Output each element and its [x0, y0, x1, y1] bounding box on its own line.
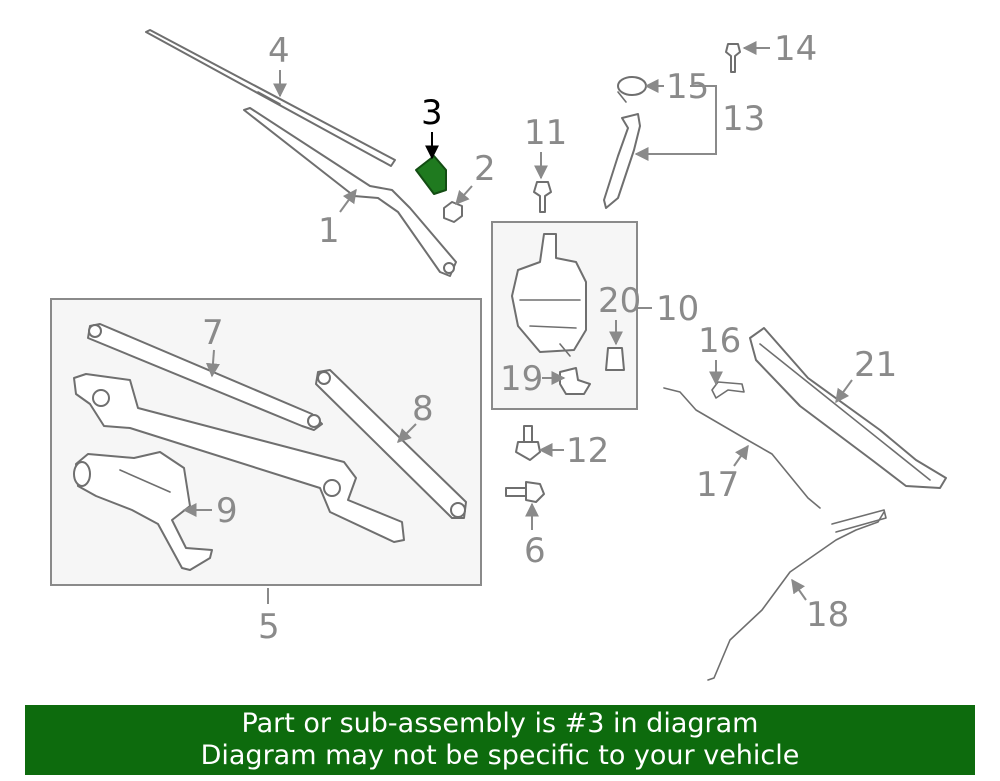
callout-19: 19: [500, 359, 543, 399]
callout-1: 1: [318, 211, 340, 251]
leader-18: [791, 578, 807, 601]
callout-10: 10: [656, 289, 699, 329]
part-18-hose: [707, 511, 885, 681]
part-6-bolt: [505, 481, 545, 503]
part-20-grommet: [605, 347, 625, 371]
part-15-cap: [617, 76, 647, 103]
part-11-clip: [533, 181, 552, 213]
part-18-hose-end: [831, 509, 887, 533]
leader-17: [733, 444, 749, 467]
callout-6: 6: [524, 531, 546, 571]
part-17-hose: [663, 387, 821, 509]
part-19-bracket: [559, 367, 591, 395]
callout-13: 13: [722, 99, 765, 139]
callout-2: 2: [474, 149, 496, 189]
part-12-bolt: [515, 425, 541, 461]
leader-2: [455, 185, 473, 206]
part-21-weatherstrip: [749, 327, 947, 489]
banner-line-1: Part or sub-assembly is #3 in diagram: [241, 708, 759, 739]
parts-diagram: 1 2 3 4 5 6 7 8 9 10 11 12 13 14 15 16 1…: [50, 29, 947, 681]
part-14-clip: [725, 43, 741, 73]
callout-7: 7: [202, 313, 224, 353]
part-3-highlighted: [415, 155, 447, 195]
callout-17: 17: [696, 465, 739, 505]
part-9-wiper-motor: [73, 451, 213, 571]
callout-8: 8: [412, 389, 434, 429]
callout-5: 5: [258, 607, 280, 647]
callout-18: 18: [806, 595, 849, 635]
callout-15: 15: [666, 67, 709, 107]
part-2-nut: [443, 201, 463, 223]
linkage-frame: [73, 373, 405, 543]
part-4-wiper-blade: [145, 29, 396, 167]
banner-line-2: Diagram may not be specific to your vehi…: [200, 740, 800, 771]
leader-8: [397, 423, 417, 443]
callout-16: 16: [698, 321, 741, 361]
part-16-clip: [711, 381, 745, 399]
part-13-filler-tube: [603, 113, 641, 209]
part-10-washer-reservoir: [511, 233, 587, 357]
part-7-link-rod: [87, 323, 323, 431]
callout-9: 9: [216, 491, 238, 531]
leader-21: [835, 379, 853, 404]
leader-13: [634, 85, 717, 161]
callout-20: 20: [598, 281, 641, 321]
leader-1: [339, 188, 357, 213]
callout-14: 14: [774, 29, 817, 69]
part-1-wiper-arm: [243, 107, 457, 277]
callout-12: 12: [566, 431, 609, 471]
leader-7: [205, 349, 220, 378]
callout-11: 11: [524, 113, 567, 153]
callout-3: 3: [421, 93, 443, 133]
info-banner: Part or sub-assembly is #3 in diagram Di…: [25, 705, 975, 775]
part-8-link-rod: [315, 369, 467, 519]
callout-4: 4: [268, 31, 290, 71]
callout-21: 21: [854, 345, 897, 385]
